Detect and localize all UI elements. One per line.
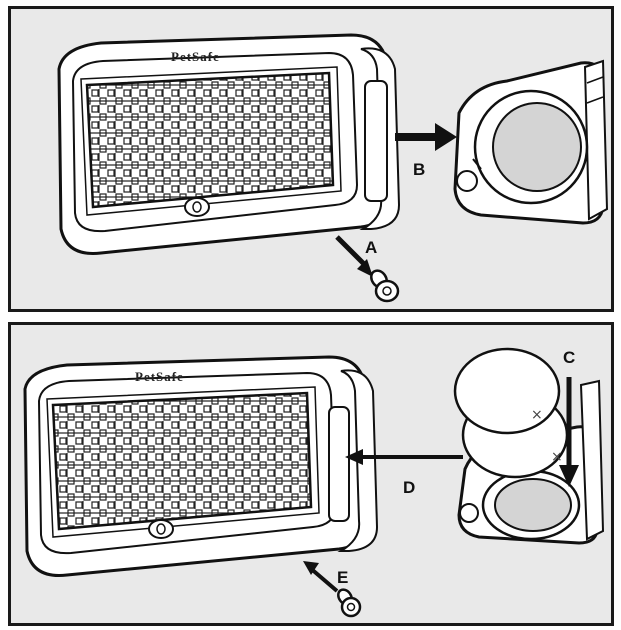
battery-upper: [455, 349, 559, 433]
coin-batteries: × ×: [455, 349, 567, 477]
battery-cover-open: [455, 61, 607, 223]
step-label-b: B: [413, 160, 425, 179]
collar-receiver-device: PetSafe: [59, 35, 399, 254]
screw-hole-tab: [149, 520, 173, 538]
open-battery-cover-illustration: PetSafe B A: [11, 9, 611, 309]
step-label-e: E: [337, 568, 348, 587]
step-label-d: D: [403, 478, 415, 497]
brand-logo: PetSafe: [171, 49, 220, 64]
collar-receiver-device: PetSafe: [25, 357, 377, 576]
mesh-grille: [87, 73, 333, 207]
step-label-c: C: [563, 348, 575, 367]
step-panel-open: PetSafe B A: [8, 6, 614, 312]
battery-mark-upper: ×: [531, 407, 543, 423]
mesh-grille: [53, 393, 311, 529]
step-label-a: A: [365, 238, 377, 257]
replace-battery-illustration: PetSafe D × × C E: [11, 325, 611, 623]
battery-compartment: [495, 479, 571, 531]
battery-compartment: [493, 103, 581, 191]
arrow-open-cover: [395, 123, 457, 151]
screw-fasten: [303, 561, 360, 616]
arrow-close-cover: [345, 449, 463, 465]
brand-logo: PetSafe: [135, 369, 184, 384]
step-panel-close: PetSafe D × × C E: [8, 322, 614, 626]
screw-hole-tab: [185, 198, 209, 216]
battery-mark-lower: ×: [551, 449, 563, 465]
